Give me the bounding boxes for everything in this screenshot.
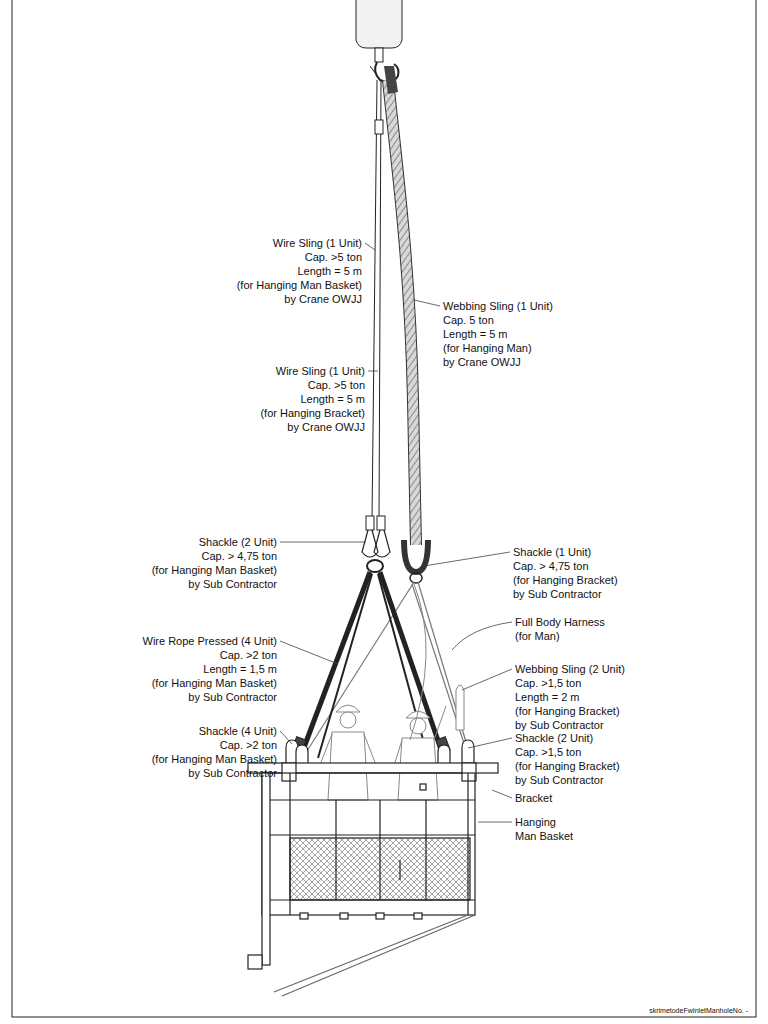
callout-text: by Sub Contractor [188,766,277,780]
callout-text: Man Basket [515,829,573,843]
callout-text: by Crane OWJJ [287,420,365,434]
callout-text: by Sub Contractor [515,718,604,732]
callout-text: Length = 5 m [300,392,365,406]
callout-text: Webbing Sling (2 Unit) [515,662,625,676]
callout-text: (for Hanging Man Basket) [152,752,277,766]
callout-text: Length = 5 m [297,264,362,278]
callout-text: Cap. > 4,75 ton [513,559,589,573]
callout-text: (for Hanging Bracket) [515,759,620,773]
callout-text: Wire Sling (1 Unit) [273,236,362,250]
callout-text: Cap. >5 ton [305,250,362,264]
callout-text: Cap. >1,5 ton [515,676,581,690]
callout-text: (for Hanging Man Basket) [237,278,362,292]
callout-text: Bracket [515,791,552,805]
drawing-reference: skrimetodeFwInletManholeNo. - [649,1006,748,1015]
callout-text: Cap. >5 ton [308,378,365,392]
callout-text: Cap. 5 ton [443,313,494,327]
callout-text: Shackle (1 Unit) [513,545,591,559]
callout-text: (for Hanging Bracket) [260,406,365,420]
callout-text: by Sub Contractor [188,577,277,591]
webbing-sling [384,66,428,583]
callout-text: Cap. >2 ton [220,738,277,752]
leader-lines [280,243,512,822]
callout-text: Wire Rope Pressed (4 Unit) [143,634,278,648]
callout-text: Shackle (2 Unit) [515,731,593,745]
callout-text: (for Hanging Man) [443,341,532,355]
hanging-man-basket [248,763,498,996]
shackles [286,740,474,764]
callout-text: Shackle (4 Unit) [199,724,277,738]
callout-text: (for Man) [515,629,560,643]
callout-text: (for Hanging Man Basket) [152,676,277,690]
callout-text: (for Hanging Bracket) [515,704,620,718]
callout-text: Hanging [515,815,556,829]
callout-text: by Sub Contractor [188,690,277,704]
crane-hook [356,0,402,82]
callout-text: Webbing Sling (1 Unit) [443,299,553,313]
callout-text: Wire Sling (1 Unit) [276,364,365,378]
callout-text: Cap. > 4,75 ton [201,549,277,563]
callout-text: Length = 5 m [443,327,508,341]
callout-text: (for Hanging Bracket) [513,573,618,587]
bracket-webbing-slings [300,582,472,762]
wire-ropes-pressed [292,572,450,758]
callout-text: by Sub Contractor [513,587,602,601]
callout-text: Length = 1,5 m [203,662,277,676]
callout-text: by Crane OWJJ [443,355,521,369]
callout-text: Cap. >1,5 ton [515,745,581,759]
callout-text: Full Body Harness [515,615,605,629]
callout-text: by Sub Contractor [515,773,604,787]
wire-slings [362,80,390,572]
callout-text: (for Hanging Man Basket) [152,563,277,577]
callout-text: Cap. >2 ton [220,648,277,662]
sheet-border [12,0,756,1017]
callout-text: Shackle (2 Unit) [199,535,277,549]
callout-text: Length = 2 m [515,690,580,704]
callout-text: by Crane OWJJ [284,292,362,306]
